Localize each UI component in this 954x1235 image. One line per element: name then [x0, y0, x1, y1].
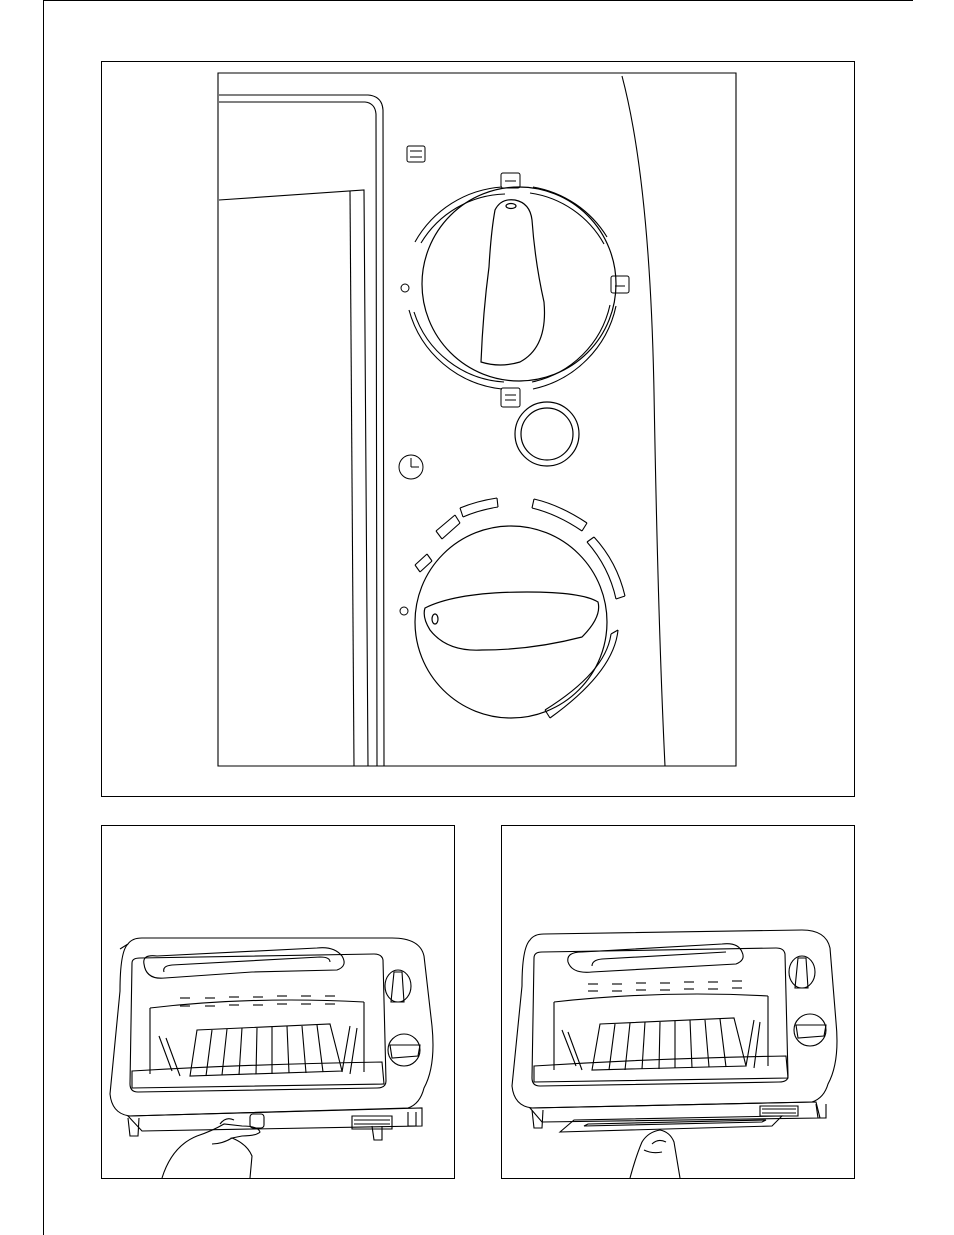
door-outline: [219, 95, 384, 766]
timer-dial-marker: [400, 607, 408, 615]
timer-dial-ring: [415, 498, 625, 718]
figure-control-panel: [101, 61, 855, 797]
oven-handle: [144, 948, 344, 979]
timer-clock-icon: [399, 455, 423, 479]
bottom-heat-icon: [611, 276, 629, 293]
function-dial[interactable]: [422, 187, 616, 381]
indicator-light: [515, 402, 579, 466]
closeup-frame: [218, 73, 736, 766]
bottom-vent: [760, 1106, 798, 1116]
crumb-tray-release-tab: [250, 1114, 264, 1128]
figure-crumb-tray-release: [101, 825, 455, 1179]
oven-knob-upper: [385, 970, 411, 1002]
hand: [630, 1130, 680, 1178]
timer-dial[interactable]: [415, 526, 607, 718]
top-bottom-heat-icon: [407, 146, 425, 162]
oven-handle: [568, 944, 743, 973]
top-heat-icon: [501, 173, 520, 188]
oven-window: [130, 954, 386, 1092]
oven-knob-lower: [794, 1014, 826, 1046]
function-dial-ring: [409, 187, 616, 389]
page-margin-rule: [43, 0, 44, 1235]
figure-crumb-tray-removal: [501, 825, 855, 1179]
vent-slots: [588, 981, 742, 991]
page-top-rule: [43, 0, 913, 1]
control-panel-drawing: [102, 62, 854, 796]
toaster-oven-drawing-left: [102, 826, 454, 1178]
oven-foot: [128, 1118, 139, 1136]
timer-dial-pointer[interactable]: [424, 592, 598, 650]
oven-knob-upper: [789, 956, 815, 988]
hand: [162, 1124, 260, 1178]
panel-side-curve: [622, 76, 665, 766]
vent-slots: [180, 996, 335, 1006]
top-bottom-heat-icon-lower: [501, 388, 520, 407]
function-dial-pointer[interactable]: [481, 200, 545, 365]
oven-knob-lower: [388, 1034, 420, 1066]
function-dial-marker: [401, 284, 409, 292]
toaster-oven-drawing-right: [502, 826, 854, 1178]
